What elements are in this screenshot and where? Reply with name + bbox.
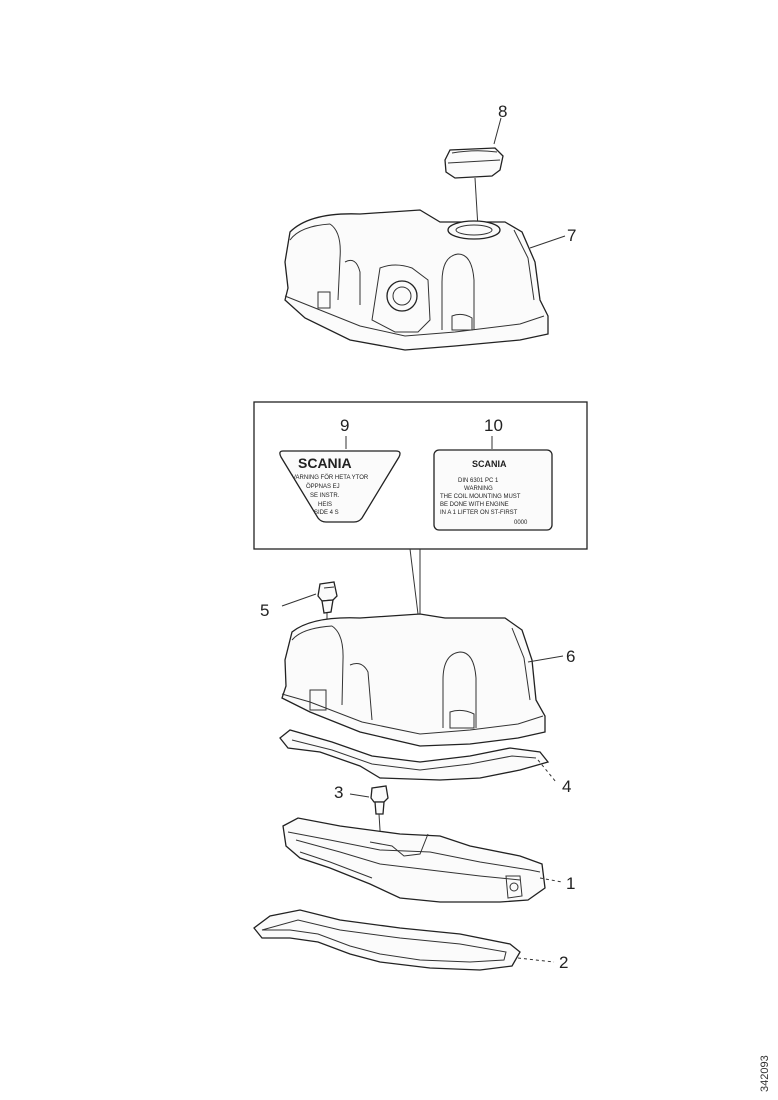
valve-cover-part-6 [281, 613, 546, 747]
label-9-line-4: HEIS [318, 502, 332, 508]
callout-9: 9 [340, 416, 349, 435]
label-9-brand: SCANIA [298, 455, 352, 471]
tray-part-1 [282, 817, 546, 903]
leader-line [517, 957, 555, 963]
callout-8: 8 [498, 102, 507, 121]
leader-line [349, 793, 370, 798]
leader-line [537, 759, 557, 783]
gasket-part-4 [279, 729, 550, 781]
label-10-line-4: BE DONE WITH ENGINE [440, 502, 509, 508]
label-10-code: 0000 [514, 520, 528, 526]
label-9-line-1: VARNING FÖR HETA YTOR [292, 474, 369, 481]
valve-cover-part-7 [284, 209, 549, 351]
label-9-line-2: ÖPPNAS EJ [306, 483, 340, 490]
callout-3: 3 [334, 783, 343, 802]
drawing-reference-number: 342093 [759, 1055, 771, 1092]
leader-line [527, 655, 564, 663]
callout-6: 6 [566, 647, 575, 666]
callout-1: 1 [566, 874, 575, 893]
leader-line [409, 548, 419, 615]
label-10-brand: SCANIA [472, 459, 507, 469]
warning-label-part-9: SCANIA VARNING FÖR HETA YTOR ÖPPNAS EJ S… [279, 450, 401, 523]
leader-line [281, 593, 317, 607]
callout-5: 5 [260, 601, 269, 620]
leader-line [539, 877, 563, 883]
filler-cap-part-8 [444, 147, 504, 179]
label-9-line-5: SIDE 4 S [314, 510, 339, 516]
callout-7: 7 [567, 226, 576, 245]
bolt-part-3 [370, 785, 389, 815]
instruction-label-part-10: SCANIA DIN 6301 PC 1 WARNING THE COIL MO… [433, 449, 553, 531]
callout-4: 4 [562, 777, 571, 796]
label-9-line-3: SE INSTR. [310, 493, 340, 499]
callout-10: 10 [484, 416, 503, 435]
label-10-line-5: IN A 1 LIFTER ON ST-FIRST [440, 510, 518, 516]
label-10-line-3: THE COIL MOUNTING MUST [440, 494, 521, 500]
leader-line [474, 177, 479, 229]
label-10-line-2: WARNING [464, 486, 493, 492]
leader-line [493, 117, 502, 145]
leader-line [529, 235, 566, 249]
screw-part-5 [317, 581, 338, 614]
label-10-line-1: DIN 6301 PC 1 [458, 478, 499, 484]
callout-2: 2 [559, 953, 568, 972]
gasket-part-2 [253, 909, 521, 971]
